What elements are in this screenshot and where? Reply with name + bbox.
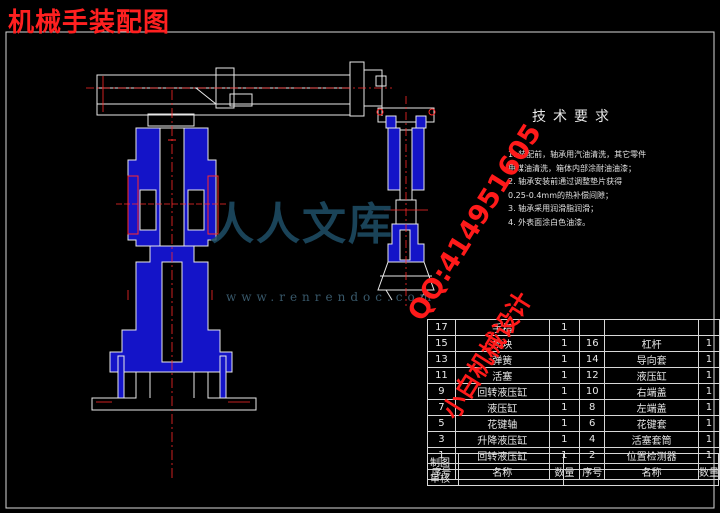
title-block-cell	[563, 469, 719, 486]
bom-cell: 14	[579, 351, 606, 368]
bom-cell: 1	[548, 367, 581, 384]
gripper-assembly	[376, 107, 436, 301]
bom-cell: 1	[548, 431, 581, 448]
bom-cell: 导向套	[604, 351, 699, 368]
bom-cell: 1	[697, 351, 720, 368]
bom-cell: 液压缸	[604, 367, 699, 384]
bom-cell: 1	[548, 415, 581, 432]
signature-block: 制图 审核	[427, 453, 719, 486]
bom-cell: 1	[697, 383, 720, 400]
bom-cell: 1	[548, 383, 581, 400]
bom-cell: 17	[427, 319, 456, 336]
tech-requirement-line: 3. 轴承采用润滑脂润滑；	[508, 204, 599, 213]
bom-cell: 活塞套筒	[604, 431, 699, 448]
drawing-frame	[5, 31, 715, 509]
bom-cell: 右端盖	[604, 383, 699, 400]
bom-cell	[604, 319, 699, 336]
bom-cell: 1	[697, 415, 720, 432]
bom-cell: 1	[548, 319, 581, 336]
bom-cell: 8	[579, 399, 606, 416]
bom-cell: 1	[697, 335, 720, 352]
bom-cell	[697, 319, 720, 336]
bom-cell: 花键轴	[454, 415, 550, 432]
bom-cell: 1	[697, 399, 720, 416]
bom-cell: 杠杆	[604, 335, 699, 352]
bom-cell: 1	[548, 335, 581, 352]
bom-cell: 1	[548, 399, 581, 416]
check-cell[interactable]	[458, 469, 564, 486]
bom-cell: 16	[579, 335, 606, 352]
bom-cell: 4	[579, 431, 606, 448]
tech-requirements-list: 1. 装配前，轴承用汽油清洗，其它零件 用煤油清洗，箱体内部涂耐油油漆； 2. …	[508, 148, 646, 229]
bom-cell: 13	[427, 351, 456, 368]
bom-cell: 1	[548, 351, 581, 368]
check-label: 审核	[427, 469, 459, 486]
bom-cell: 10	[579, 383, 606, 400]
draw-cell[interactable]	[458, 453, 564, 470]
title-block-cell	[563, 453, 719, 470]
tech-requirement-line: 0.25-0.4mm的热补偿间隙；	[508, 190, 614, 200]
tech-requirement-line: 用煤油清洗，箱体内部涂耐油油漆；	[508, 163, 636, 173]
bom-cell: 15	[427, 335, 456, 352]
drawing-title: 机械手装配图	[8, 8, 171, 38]
tech-requirement-line: 1. 装配前，轴承用汽油清洗，其它零件	[508, 150, 647, 159]
draw-label: 制图	[427, 453, 459, 470]
bom-cell: 左端盖	[604, 399, 699, 416]
watermark-url: www.renrendoc.com	[226, 290, 437, 304]
tech-requirement-line: 4. 外表面涂白色油漆。	[508, 217, 591, 227]
bom-cell: 升降液压缸	[454, 431, 550, 448]
bom-cell: 3	[427, 431, 456, 448]
bom-cell: 12	[579, 367, 606, 384]
tech-requirements-title: 技术要求	[532, 109, 616, 125]
upper-arm	[96, 61, 387, 117]
bom-cell: 1	[697, 431, 720, 448]
bom-cell	[579, 319, 606, 336]
bom-cell: 1	[697, 367, 720, 384]
tech-requirement-line: 2. 轴承安装前通过调整垫片获得	[508, 177, 623, 186]
column-assembly	[91, 113, 257, 411]
bom-cell: 6	[579, 415, 606, 432]
watermark-brand: 人人文库	[210, 199, 394, 250]
bom-cell: 花键套	[604, 415, 699, 432]
